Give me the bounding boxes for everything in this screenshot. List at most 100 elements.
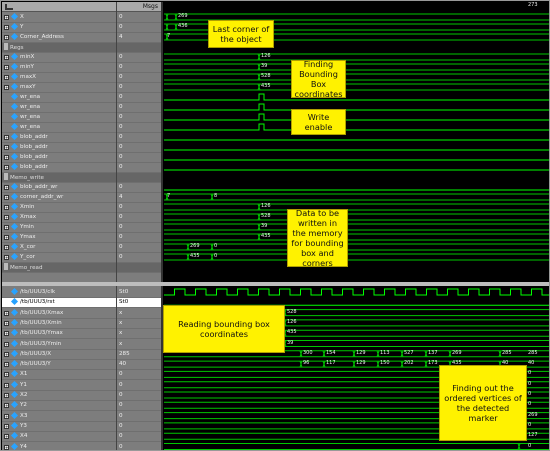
signal-row[interactable]: +X1 [2, 370, 116, 381]
signal-row[interactable]: + Y1 [2, 380, 116, 391]
expand-plus-icon[interactable]: + [4, 35, 9, 40]
signal-row[interactable]: +blob_addr [2, 143, 116, 153]
expand-plus-icon[interactable]: + [4, 382, 9, 388]
signal-name: Y2 [20, 402, 27, 409]
annotation-reading-bbox: Reading bounding box coordinates [163, 305, 285, 353]
signal-row[interactable]: /tb/UUU3/clk [2, 288, 116, 298]
bus-uuy-edge [400, 360, 404, 368]
signal-row[interactable]: +X2 [2, 391, 116, 401]
signal-group-header[interactable]: Regs [2, 43, 116, 53]
expand-plus-icon[interactable]: + [4, 55, 9, 60]
annotation-last-corner: Last corner of the object [208, 20, 274, 48]
expand-plus-icon[interactable]: + [4, 362, 9, 368]
expand-plus-icon[interactable]: + [4, 413, 9, 419]
signal-row[interactable]: +Y_cor [2, 253, 116, 263]
signal-row[interactable]: +/tb/UUU3/Xmax [2, 308, 116, 319]
expand-plus-icon[interactable]: + [4, 25, 9, 30]
signal-row[interactable]: +blob_addr [2, 133, 116, 143]
signal-row[interactable]: +Corner_Address [2, 33, 116, 43]
signal-row[interactable]: /tb/UUU3/rst [2, 298, 116, 309]
signal-row[interactable]: + /tb/UUU3/Y [2, 360, 116, 371]
signal-row[interactable]: +X3 [2, 411, 116, 422]
signal-row[interactable]: +X_cor [2, 243, 116, 253]
signal-row[interactable]: +Ymax [2, 233, 116, 243]
expand-plus-icon[interactable]: + [4, 185, 9, 190]
expand-plus-icon[interactable]: + [4, 341, 9, 347]
signal-row[interactable]: wr_ena [2, 103, 116, 113]
expand-plus-icon[interactable]: + [4, 215, 9, 220]
signal-name: /tb/UUU3/Y [20, 361, 51, 368]
signal-group-header[interactable]: Memo_write [2, 173, 116, 183]
expand-plus-icon[interactable]: + [4, 351, 9, 357]
expand-plus-icon[interactable]: + [4, 15, 9, 20]
expand-plus-icon[interactable]: + [4, 195, 9, 200]
signal-row[interactable]: +Ymin [2, 223, 116, 233]
expand-plus-icon[interactable]: + [4, 310, 9, 316]
signal-row[interactable]: +Xmax [2, 213, 116, 223]
signal-diamond-icon [10, 432, 19, 440]
wr-ena-3 [164, 123, 549, 131]
signal-row[interactable]: +Y4 [2, 442, 116, 451]
signal-diamond-icon [10, 123, 19, 131]
signal-diamond-icon [10, 308, 19, 316]
expand-plus-icon[interactable]: + [4, 205, 9, 210]
bus-minmax-edge [257, 73, 261, 81]
signal-diamond-icon [10, 360, 19, 368]
signal-row[interactable]: +Y [2, 23, 116, 33]
expand-plus-icon[interactable]: + [4, 372, 9, 378]
signal-row[interactable]: +X4 [2, 432, 116, 443]
expand-plus-icon[interactable]: + [4, 145, 9, 150]
signal-row[interactable]: +minY [2, 63, 116, 73]
expand-plus-icon[interactable]: + [4, 135, 9, 140]
expand-plus-icon[interactable]: + [4, 331, 9, 337]
signal-row[interactable]: +Xmin [2, 203, 116, 213]
expand-plus-icon[interactable]: + [4, 320, 9, 326]
signal-value: 0 [117, 213, 161, 223]
expand-plus-icon[interactable]: + [4, 65, 9, 70]
expand-plus-icon[interactable]: + [4, 165, 9, 170]
expand-plus-icon[interactable]: + [4, 403, 9, 409]
expand-plus-icon[interactable]: + [4, 235, 9, 240]
leaf-spacer-icon [4, 104, 9, 109]
signal-row[interactable]: +blob_addr_wr [2, 183, 116, 193]
signal-row[interactable]: +/tb/UUU3/X [2, 349, 116, 360]
expand-plus-icon[interactable]: + [4, 245, 9, 250]
signal-row[interactable]: + Y2 [2, 401, 116, 412]
pane-split-bar[interactable] [2, 282, 549, 286]
expand-plus-icon[interactable]: + [4, 75, 9, 80]
signal-row[interactable]: +maxY [2, 83, 116, 93]
bus-uuy-edge [376, 360, 380, 368]
signal-name: blob_addr [20, 164, 48, 170]
signal-row[interactable]: +X [2, 13, 116, 23]
expand-plus-icon[interactable]: + [4, 85, 9, 90]
expand-plus-icon[interactable]: + [4, 423, 9, 429]
bus-uux-edge [448, 350, 452, 357]
leaf-spacer-icon [4, 94, 9, 99]
signal-row[interactable]: +Y3 [2, 421, 116, 432]
signal-row[interactable]: + blob_addr [2, 163, 116, 173]
signal-row[interactable]: wr_ena [2, 113, 116, 123]
expand-plus-icon[interactable]: + [4, 393, 9, 398]
expand-plus-icon[interactable]: + [4, 225, 9, 230]
expand-plus-icon[interactable]: + [4, 444, 9, 450]
signal-row[interactable]: +maxX [2, 73, 116, 83]
signal-row[interactable]: +/tb/UUU3/Ymax [2, 329, 116, 340]
signal-row[interactable]: wr_ena [2, 93, 116, 103]
bus-xcor-edge [210, 243, 214, 251]
signal-group-header[interactable]: Memo_read [2, 263, 116, 273]
signal-row[interactable]: wr_ena [2, 123, 116, 133]
signal-name: Y1 [20, 381, 27, 388]
signal-value: 0 [117, 223, 161, 233]
signal-diamond-icon [10, 380, 19, 388]
signal-row[interactable]: +blob_addr [2, 153, 116, 163]
signal-row[interactable]: +/tb/UUU3/Xmin [2, 318, 116, 329]
bus-minmax-edge [257, 63, 261, 71]
expand-plus-icon[interactable]: + [4, 434, 9, 440]
signal-value: 0 [117, 23, 161, 33]
signal-row[interactable]: +minX [2, 53, 116, 63]
signal-row[interactable]: +corner_addr_wr [2, 193, 116, 203]
expand-plus-icon[interactable]: + [4, 255, 9, 260]
signal-row[interactable]: +/tb/UUU3/Ymin [2, 339, 116, 350]
leaf-spacer-icon [4, 124, 9, 129]
expand-plus-icon[interactable]: + [4, 155, 9, 160]
